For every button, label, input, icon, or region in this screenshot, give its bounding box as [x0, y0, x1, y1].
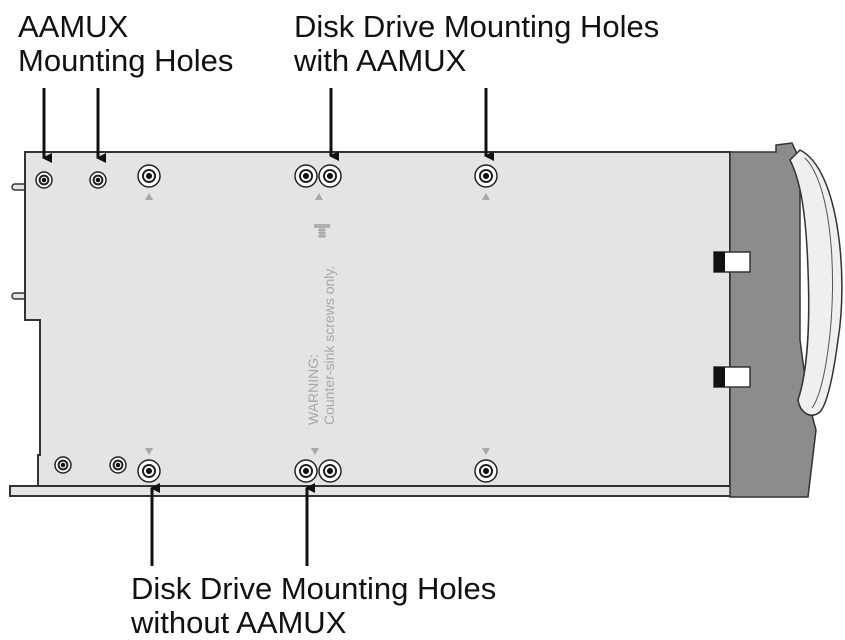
disk-drive-mounting-hole: [294, 164, 318, 188]
side-pins: [11, 183, 27, 300]
latch-clips: [713, 251, 751, 388]
callout-with-aamux: Disk Drive Mounting Holes with AAMUX: [294, 10, 659, 78]
alignment-mark: [311, 448, 319, 455]
tray-bottom-rail: [9, 485, 733, 497]
callout-with-aamux-line2: with AAMUX: [294, 43, 467, 78]
callout-without-aamux: Disk Drive Mounting Holes without AAMUX: [131, 572, 496, 640]
aamux-mounting-hole: [89, 171, 107, 189]
callout-without-aamux-line2: without AAMUX: [131, 605, 347, 640]
aamux-mounting-hole: [109, 456, 127, 474]
side-pin-top: [11, 183, 27, 191]
screw-icon: [314, 224, 330, 238]
disk-drive-mounting-hole: [137, 459, 161, 483]
alignment-mark: [145, 193, 153, 200]
disk-drive-mounting-hole: [318, 164, 342, 188]
alignment-mark: [482, 193, 490, 200]
aamux-mounting-hole: [35, 171, 53, 189]
callout-without-aamux-line1: Disk Drive Mounting Holes: [131, 571, 497, 606]
callout-aamux-mounting-holes: AAMUX Mounting Holes: [18, 10, 233, 78]
handle-lever-edge: [804, 157, 833, 409]
callout-aamux-line1: AAMUX: [18, 9, 129, 44]
warning-line2: Counter-sink screws only.: [321, 266, 337, 425]
callout-aamux-line2: Mounting Holes: [18, 43, 234, 78]
mounting-holes: [35, 164, 498, 483]
handle-lever: [789, 149, 843, 416]
alignment-mark: [315, 193, 323, 200]
disk-drive-mounting-hole: [474, 459, 498, 483]
alignment-marks: [145, 193, 490, 455]
tray-body: [24, 151, 731, 489]
aamux-mounting-hole: [54, 456, 72, 474]
tray-handle: [729, 142, 817, 498]
disk-drive-mounting-hole: [318, 459, 342, 483]
alignment-mark: [482, 448, 490, 455]
disk-drive-mounting-hole: [137, 164, 161, 188]
side-pin-bottom: [11, 292, 27, 300]
callout-with-aamux-line1: Disk Drive Mounting Holes: [294, 9, 660, 44]
alignment-mark: [145, 448, 153, 455]
callout-arrows: [42, 88, 494, 566]
disk-drive-mounting-hole: [294, 459, 318, 483]
warning-line1: WARNING:: [305, 354, 321, 425]
disk-drive-mounting-hole: [474, 164, 498, 188]
warning-label: WARNING: Counter-sink screws only.: [305, 266, 337, 425]
